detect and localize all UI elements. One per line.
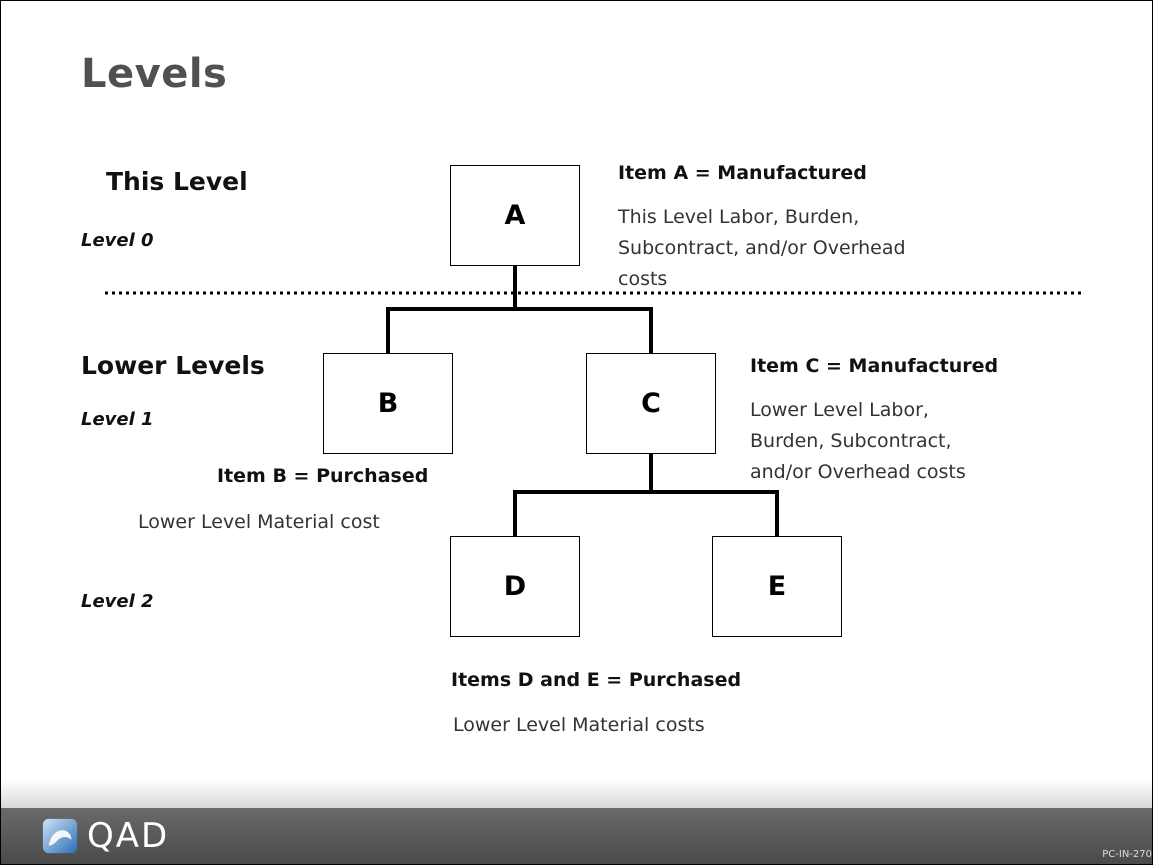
items-de-description: Lower Level Material costs	[453, 710, 813, 741]
qad-logo: QAD	[41, 816, 169, 856]
item-a-line: costs	[618, 268, 668, 290]
section-this-level: This Level	[106, 167, 248, 196]
item-c-heading: Item C = Manufactured	[750, 355, 999, 377]
item-a-line: Subcontract, and/or Overhead	[618, 237, 906, 259]
items-de-heading: Items D and E = Purchased	[451, 669, 742, 691]
item-a-heading: Item A = Manufactured	[618, 162, 867, 184]
node-c: C	[586, 353, 716, 454]
node-a-label: A	[504, 200, 526, 231]
item-c-line: Burden, Subcontract,	[750, 430, 952, 452]
item-b-description: Lower Level Material cost	[138, 507, 468, 538]
logo-text: QAD	[87, 816, 170, 856]
section-lower-levels: Lower Levels	[81, 351, 265, 380]
qad-logo-icon	[42, 818, 78, 854]
slide-title: Levels	[81, 51, 228, 97]
node-d: D	[450, 536, 580, 637]
node-e: E	[712, 536, 842, 637]
item-c-line: Lower Level Labor,	[750, 399, 929, 421]
level-2-label: Level 2	[81, 591, 154, 612]
item-a-line: This Level Labor, Burden,	[618, 206, 860, 228]
item-c-line: and/or Overhead costs	[750, 461, 966, 483]
node-b-label: B	[377, 388, 399, 419]
node-a: A	[450, 165, 580, 266]
item-b-line: Lower Level Material cost	[138, 511, 380, 533]
footer-bar: QAD PC-IN-270	[1, 808, 1152, 864]
level-0-label: Level 0	[81, 230, 154, 251]
page-id: PC-IN-270	[1102, 849, 1152, 860]
item-a-description: This Level Labor, Burden, Subcontract, a…	[618, 202, 1058, 295]
item-b-heading: Item B = Purchased	[217, 465, 429, 487]
node-b: B	[323, 353, 453, 454]
level-1-label: Level 1	[81, 409, 154, 430]
node-d-label: D	[503, 571, 527, 602]
node-c-label: C	[641, 388, 661, 419]
footer-fade	[1, 780, 1152, 808]
items-de-line: Lower Level Material costs	[453, 714, 705, 736]
node-e-label: E	[767, 571, 787, 602]
item-c-description: Lower Level Labor, Burden, Subcontract, …	[750, 395, 1070, 488]
